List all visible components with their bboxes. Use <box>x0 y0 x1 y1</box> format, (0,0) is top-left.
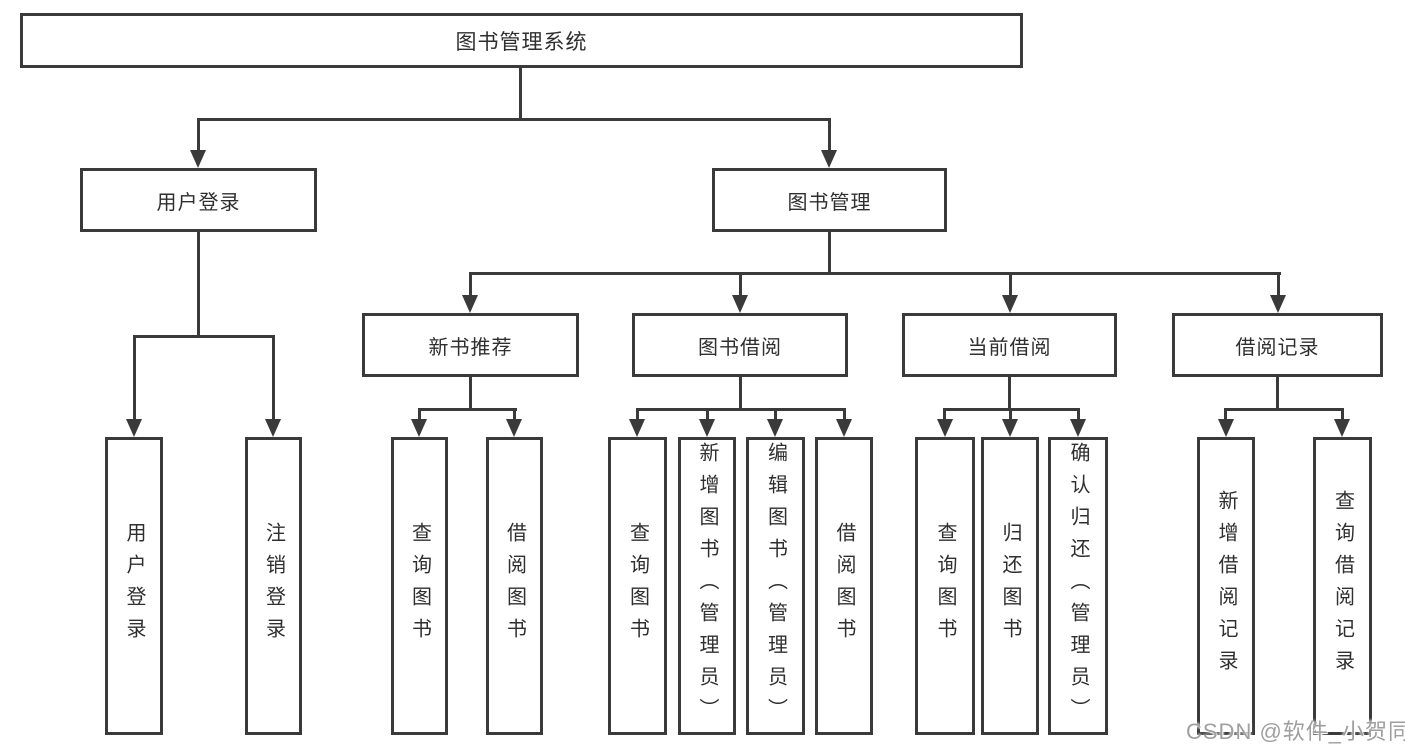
arrowhead-leaf <box>937 419 953 437</box>
arrowhead-leaf <box>265 419 281 437</box>
node-book-borrowing: 图书借阅 <box>632 313 848 377</box>
node-new-book-recommend: 新书推荐 <box>362 313 579 377</box>
node-label: 当前借阅 <box>967 336 1052 359</box>
arrowhead-leaf <box>699 419 715 437</box>
connector-to-book-management <box>828 118 831 152</box>
connector-to-leaf <box>1077 408 1080 422</box>
node-label: 借阅记录 <box>1235 336 1320 359</box>
connector-to-user-login <box>197 118 200 152</box>
connector-user-login-stub <box>197 232 200 336</box>
arrowhead-book-borrowing <box>732 295 748 313</box>
node-current-borrowing: 当前借阅 <box>902 313 1117 377</box>
connector-to-leaf <box>943 408 946 422</box>
connector-level2-rail <box>197 118 831 121</box>
node-label: 图书借阅 <box>698 336 782 359</box>
leaf-label: 借阅图书 <box>503 522 526 650</box>
leaf-label: 查询图书 <box>626 522 649 650</box>
leaf-query-borrow-record: 查询借阅记录 <box>1313 437 1372 735</box>
connector-stub <box>739 377 742 410</box>
node-label: 图书管理系统 <box>455 30 588 54</box>
node-label: 用户登录 <box>156 191 241 214</box>
arrowhead-leaf <box>1334 419 1350 437</box>
connector-rail <box>1224 408 1344 411</box>
leaf-label: 查询图书 <box>934 522 956 650</box>
connector-rail <box>636 408 846 411</box>
connector-to-leaf <box>706 408 709 422</box>
connector-to-book-borrowing <box>739 272 742 298</box>
leaf-label: 确认归还（管理员） <box>1067 442 1089 730</box>
leaf-user-login: 用户登录 <box>105 437 163 735</box>
connector-book-management-stub <box>828 232 831 274</box>
connector-stub <box>1276 377 1279 410</box>
leaf-label: 编辑图书（管理员） <box>764 442 787 730</box>
connector-rail <box>418 408 517 411</box>
leaf-label: 归还图书 <box>999 522 1021 650</box>
node-label: 图书管理 <box>787 191 872 214</box>
leaf-borrow-books: 借阅图书 <box>815 437 873 735</box>
arrowhead-leaf <box>629 419 645 437</box>
connector-to-leaf <box>636 408 639 422</box>
leaf-add-books-admin: 新增图书（管理员） <box>678 437 736 735</box>
leaf-query-books-current: 查询图书 <box>915 437 975 735</box>
connector-to-leaf <box>133 335 136 421</box>
arrowhead-leaf <box>1070 419 1086 437</box>
node-root-library-management-system: 图书管理系统 <box>20 13 1023 68</box>
leaf-label: 用户登录 <box>123 522 145 650</box>
arrowhead-new-book-recommend <box>462 295 478 313</box>
connector-to-leaf <box>1341 408 1344 422</box>
leaf-logout: 注销登录 <box>245 437 302 735</box>
leaf-label: 查询借阅记录 <box>1331 490 1354 682</box>
connector-to-leaf <box>513 408 516 422</box>
arrowhead-book-management <box>821 150 837 168</box>
connector-to-current-borrowing <box>1009 272 1012 298</box>
leaf-borrow-books-recommend: 借阅图书 <box>486 437 543 735</box>
node-label: 新书推荐 <box>428 336 513 359</box>
arrowhead-leaf <box>767 419 783 437</box>
connector-to-leaf <box>1009 408 1012 422</box>
node-user-login: 用户登录 <box>80 168 317 232</box>
leaf-label: 查询图书 <box>408 522 431 650</box>
leaf-confirm-return-admin: 确认归还（管理员） <box>1048 437 1108 735</box>
csdn-watermark: CSDN @软件_小贺同学 <box>1186 719 1405 744</box>
arrowhead-leaf <box>411 419 427 437</box>
leaf-label: 新增图书（管理员） <box>696 442 718 730</box>
connector-to-leaf <box>774 408 777 422</box>
connector-to-borrowing-records <box>1277 272 1280 298</box>
leaf-add-borrow-record: 新增借阅记录 <box>1197 437 1255 735</box>
leaf-edit-books-admin: 编辑图书（管理员） <box>746 437 805 735</box>
node-borrowing-records: 借阅记录 <box>1172 313 1383 377</box>
arrowhead-user-login <box>190 150 206 168</box>
node-book-management: 图书管理 <box>712 168 947 232</box>
connector-to-leaf <box>418 408 421 422</box>
connector-to-leaf <box>1224 408 1227 422</box>
arrowhead-leaf <box>836 419 852 437</box>
leaf-label: 新增借阅记录 <box>1215 490 1237 682</box>
leaf-label: 注销登录 <box>262 522 285 650</box>
connector-root-stub <box>519 68 522 118</box>
leaf-query-books-recommend: 查询图书 <box>391 437 448 735</box>
arrowhead-leaf <box>506 419 522 437</box>
arrowhead-current-borrowing <box>1002 295 1018 313</box>
leaf-label: 借阅图书 <box>833 522 855 650</box>
arrowhead-leaf <box>1218 419 1234 437</box>
arrowhead-leaf <box>126 419 142 437</box>
connector-to-leaf <box>272 335 275 421</box>
connector-stub <box>1008 377 1011 410</box>
connector-to-leaf <box>843 408 846 422</box>
connector-stub <box>469 377 472 410</box>
arrowhead-borrowing-records <box>1270 295 1286 313</box>
leaf-return-books: 归还图书 <box>981 437 1039 735</box>
connector-to-new-book-recommend <box>469 272 472 298</box>
connector-user-login-rail <box>133 335 275 338</box>
arrowhead-leaf <box>1002 419 1018 437</box>
leaf-query-books-borrowing: 查询图书 <box>608 437 667 735</box>
connector-level3-rail <box>469 272 1281 275</box>
